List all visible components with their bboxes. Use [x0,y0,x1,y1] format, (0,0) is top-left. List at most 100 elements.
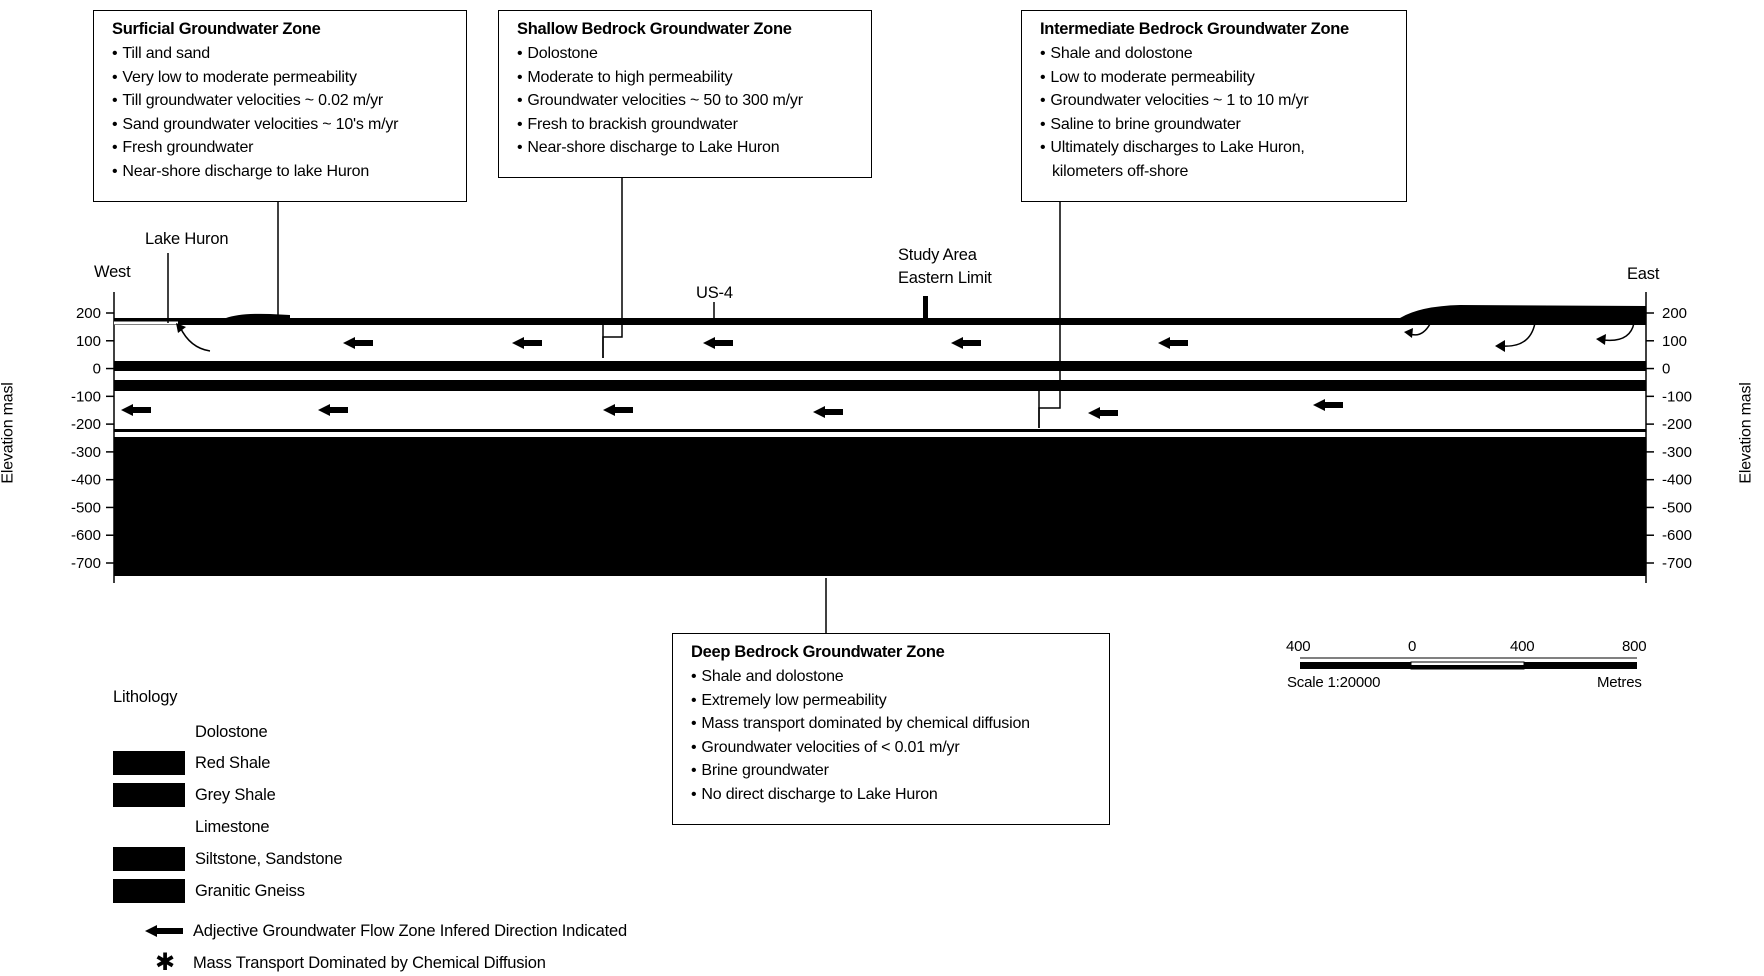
tick-label: -400 [1662,472,1692,489]
legend-label: Granitic Gneiss [195,881,305,900]
flow-arrow [343,337,373,349]
zone-item: No direct discharge to Lake Huron [691,783,1095,807]
flow-arrow [318,404,348,416]
tick-label: 100 [1662,333,1687,350]
zone-item: Shale and dolostone [1040,42,1392,66]
legend-swatch [113,751,185,775]
zone-item: Fresh groundwater [112,136,452,160]
discharge-arrow [1602,322,1635,342]
tick-label: 0 [93,361,101,378]
study-area-label-line2: Eastern Limit [898,269,992,287]
shallow-zone-box: Shallow Bedrock Groundwater Zone Dolosto… [498,10,872,178]
legend-label: Grey Shale [195,785,276,804]
intermediate-zone-title: Intermediate Bedrock Groundwater Zone [1040,20,1349,38]
flow-arrows-shallow [343,337,1188,349]
stratum-deep-bedrock [114,437,1646,576]
legend-item-dolostone: Dolostone [113,720,268,744]
tick-label: -300 [1662,444,1692,461]
stratum-grey-shale [114,380,1646,391]
intermediate-leader [1038,202,1061,428]
tick-label: -600 [71,527,101,544]
flow-arrow [1158,337,1188,349]
scale-unit: Metres [1597,674,1642,691]
asterisk-icon: ✱ [155,949,176,976]
left-axis-title: Elevation masl [0,382,17,484]
study-area-label-line1: Study Area [898,246,977,264]
flow-arrow [121,404,151,416]
discharge-arrow [1409,323,1431,336]
scale-segment-3 [1524,662,1637,669]
tick-label: -600 [1662,527,1692,544]
legend-item-siltstone: Siltstone, Sandstone [113,847,343,871]
zone-item: Brine groundwater [691,759,1095,783]
study-area-marker [923,296,928,319]
us4-label: US-4 [696,284,733,302]
discharge-arrowhead [1495,340,1505,352]
surficial-zone-box: Surficial Groundwater Zone Till and sand… [93,10,467,202]
stratum-red-shale [114,361,1646,371]
discharge-arrowhead [1596,334,1606,345]
zone-item: Near-shore discharge to Lake Huron [517,136,857,160]
zone-item: Fresh to brackish groundwater [517,113,857,137]
discharge-arrowhead [1404,328,1413,338]
shallow-leader [602,178,623,358]
scale-tick-label: 400 [1510,638,1535,655]
scale-segment-2-bottom [1411,665,1524,669]
zone-item: Extremely low permeability [691,689,1095,713]
lake-huron-label: Lake Huron [145,230,229,248]
tick-label: 100 [76,333,101,350]
legend-item-red-shale: Red Shale [113,751,270,775]
deep-zone-box: Deep Bedrock Groundwater Zone Shale and … [672,633,1110,825]
tick-label: -700 [71,555,101,572]
legend-flow-label: Adjective Groundwater Flow Zone Infered … [193,921,627,940]
legend-swatch [113,783,185,807]
surficial-zone-title: Surficial Groundwater Zone [112,20,321,38]
legend-swatch [113,847,185,871]
scale-segment-1 [1300,662,1411,669]
west-topography [226,313,290,318]
tick-label: -300 [71,444,101,461]
zone-item: Groundwater velocities ~ 1 to 10 m/yr [1040,89,1392,113]
legend-label: Red Shale [195,753,271,772]
zone-item: Sand groundwater velocities ~ 10's m/yr [112,113,452,137]
legend-item-limestone: Limestone [113,815,270,839]
zone-item: Till groundwater velocities ~ 0.02 m/yr [112,89,452,113]
west-label: West [94,263,131,281]
zone-item: Groundwater velocities of < 0.01 m/yr [691,736,1095,760]
tick-label: -700 [1662,555,1692,572]
flow-arrow [512,337,542,349]
zone-item: Saline to brine groundwater [1040,113,1392,137]
shallow-zone-title: Shallow Bedrock Groundwater Zone [517,20,792,38]
zone-item: Moderate to high permeability [517,66,857,90]
deep-zone-title: Deep Bedrock Groundwater Zone [691,643,945,661]
zone-item: Near-shore discharge to lake Huron [112,160,452,184]
tick-label: -100 [71,388,101,405]
legend-swatch [113,720,185,744]
scale-tick-label: 800 [1622,638,1647,655]
tick-label: -200 [71,416,101,433]
legend-item-grey-shale: Grey Shale [113,783,276,807]
legend-item-granitic-gneiss: Granitic Gneiss [113,879,305,903]
east-topography [1400,305,1646,318]
tick-label: 200 [76,305,101,322]
legend-flow-arrow-row: Adjective Groundwater Flow Zone Infered … [143,919,627,943]
zone-item: Ultimately discharges to Lake Huron, [1040,136,1392,160]
flow-arrow [603,404,633,416]
flow-arrow [813,406,843,418]
flow-arrow [1088,407,1118,419]
stratum-thin-bed [114,429,1646,432]
flow-arrow [703,337,733,349]
scale-tick-label: 0 [1408,638,1417,655]
scale-ratio: Scale 1:20000 [1287,674,1381,691]
tick-label: 200 [1662,305,1687,322]
flow-arrow [951,337,981,349]
legend-diffusion-row: ✱ Mass Transport Dominated by Chemical D… [155,951,546,975]
legend-label: Limestone [195,817,270,836]
zone-item: Low to moderate permeability [1040,66,1392,90]
zone-item: Dolostone [517,42,857,66]
ground-surface [114,318,1646,325]
legend-diffusion-label: Mass Transport Dominated by Chemical Dif… [193,953,546,972]
zone-item: Mass transport dominated by chemical dif… [691,712,1095,736]
tick-label: -500 [71,499,101,516]
